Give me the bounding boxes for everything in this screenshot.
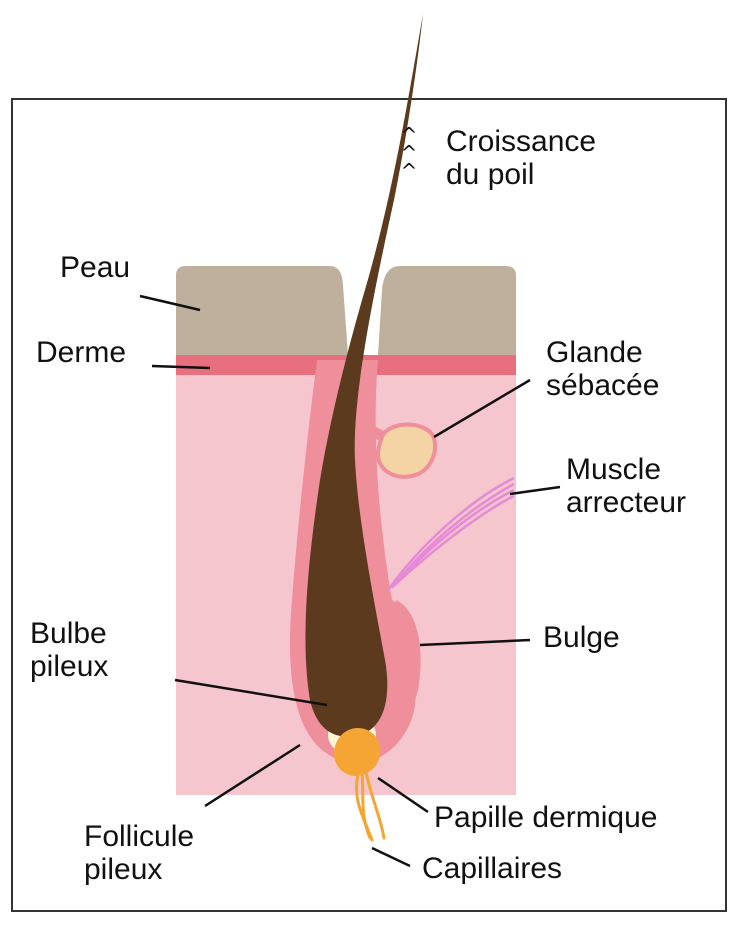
epidermis-right <box>378 266 516 355</box>
label-skin: Peau <box>60 251 131 284</box>
epidermis-left <box>176 266 348 355</box>
growth-caret-icon: ^ <box>400 141 418 165</box>
arrector-muscle <box>386 476 515 591</box>
leader-dermis <box>151 364 211 370</box>
growth-caret-icon: ^ <box>400 123 418 147</box>
label-follicle: Follicule pileux <box>84 820 195 886</box>
label-capillaries: Capillaires <box>422 852 563 885</box>
growth-caret-icon: ^ <box>400 159 418 183</box>
label-bulge: Bulge <box>543 621 620 654</box>
label-hair-growth: Croissance du poil <box>446 125 597 191</box>
leader-bulge <box>419 638 531 647</box>
capillaries-vessels <box>355 770 386 842</box>
label-bulb: Bulbe pileux <box>30 617 109 683</box>
bulge-bump <box>392 600 421 745</box>
dermal-papilla <box>334 728 381 776</box>
leader-sebaceous <box>433 378 531 439</box>
leader-bulb <box>174 678 328 707</box>
hair-shaft <box>305 14 423 737</box>
leader-skin <box>139 294 201 312</box>
label-sebaceous-gland: Glande sébacée <box>546 336 660 402</box>
diagram-frame <box>11 98 727 912</box>
leader-capillaries <box>371 846 411 868</box>
label-dermal-papilla: Papille dermique <box>434 801 658 834</box>
label-arrector-muscle: Muscle arrecteur <box>566 453 687 519</box>
leader-muscle <box>509 485 561 496</box>
sebaceous-gland <box>375 422 438 479</box>
label-dermis: Derme <box>36 336 127 369</box>
leader-papilla <box>377 776 429 814</box>
growth-arrows: ^ ^ ^ <box>398 123 420 183</box>
leader-lines <box>139 294 561 868</box>
leader-follicle <box>204 743 301 808</box>
